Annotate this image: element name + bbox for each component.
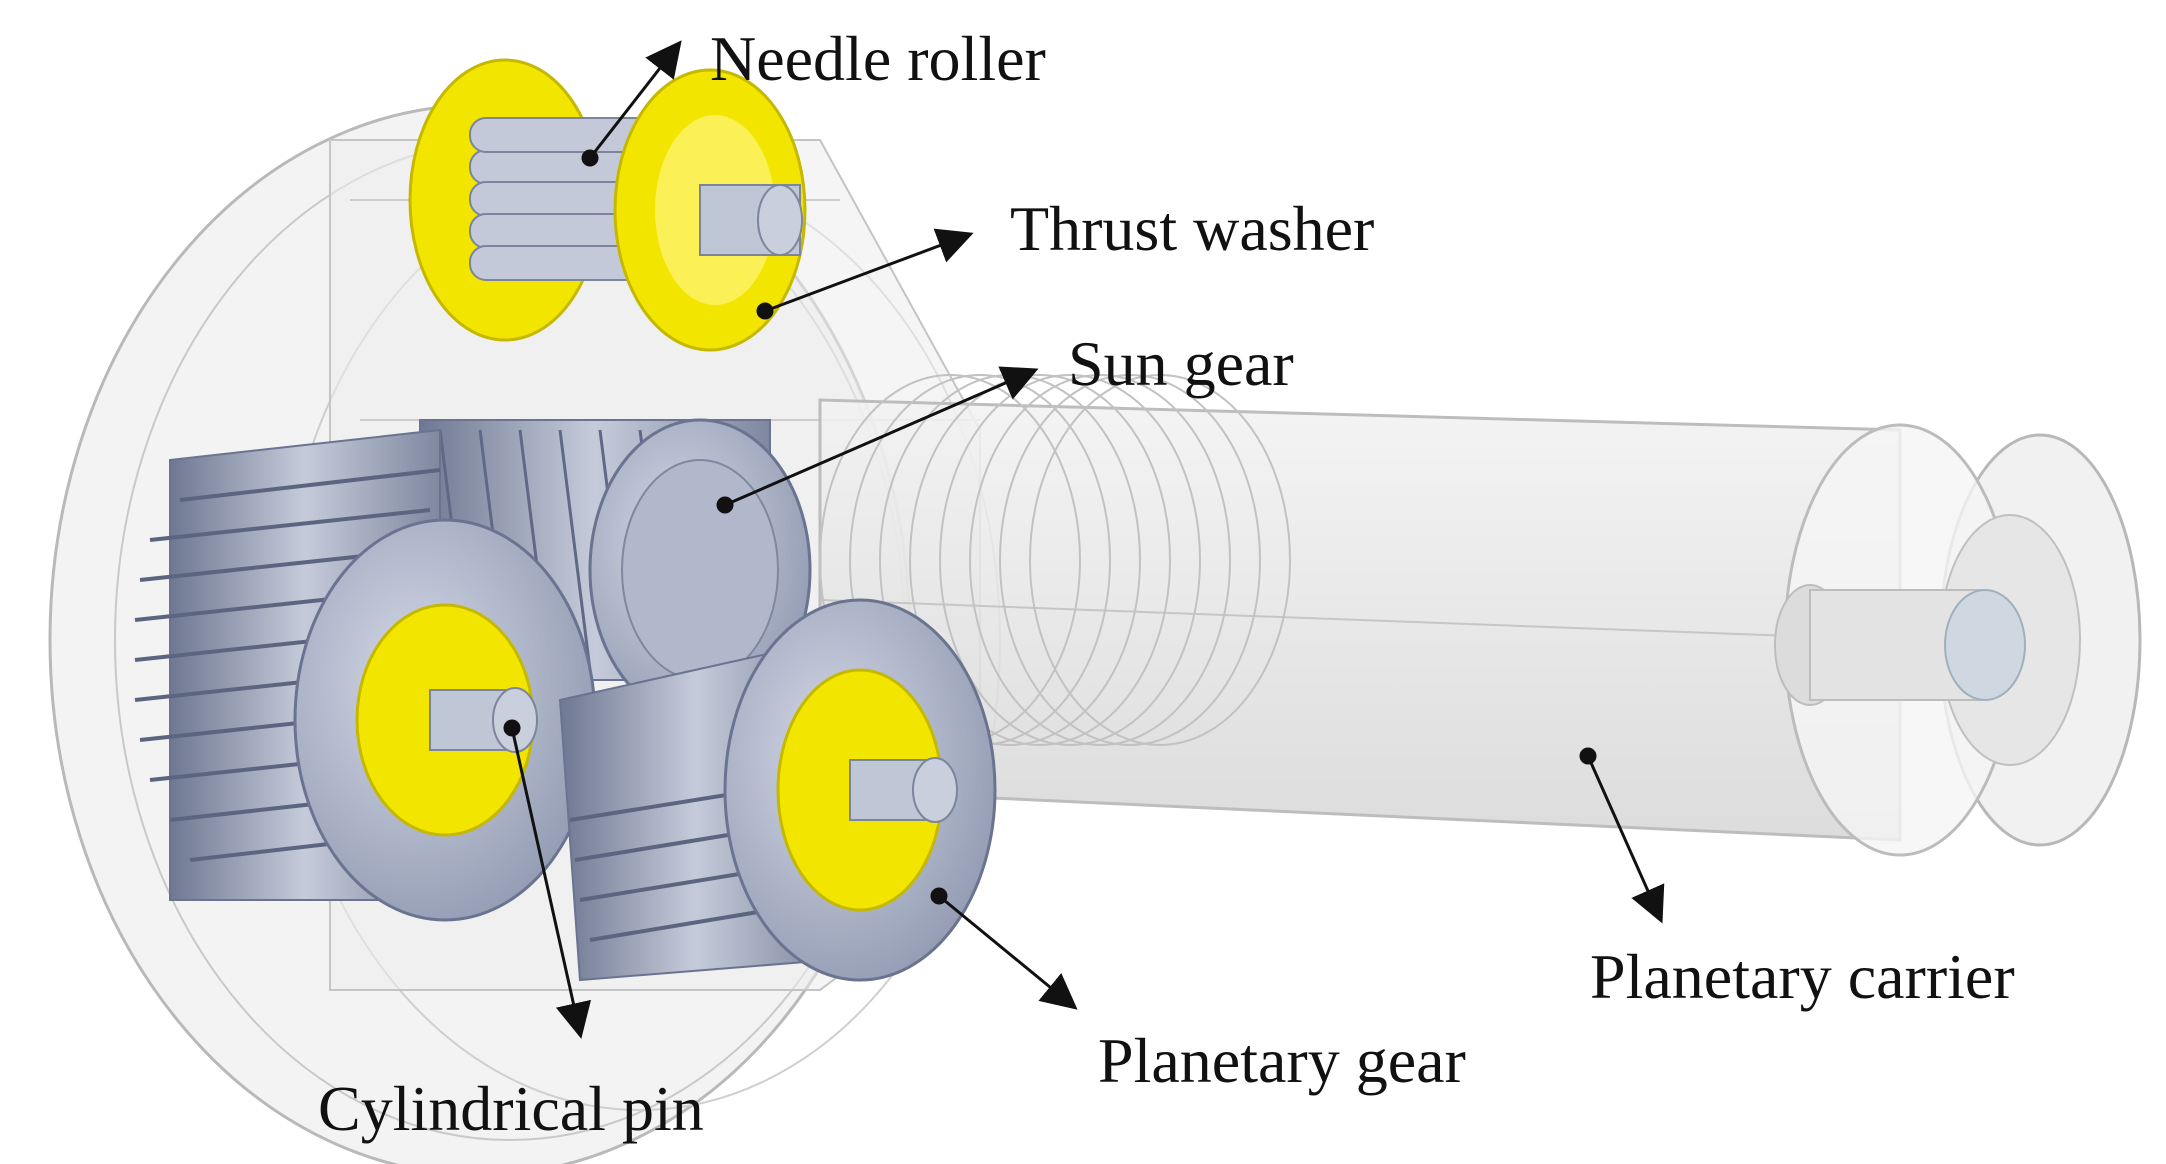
leader-lines <box>503 40 1665 1039</box>
thrust-washer-leader <box>756 228 974 320</box>
cylindrical-pin-leader <box>503 719 592 1039</box>
sun-gear-leader <box>716 366 1039 514</box>
needle-roller-leader <box>581 40 682 167</box>
cylindrical-pin-label: Cylindrical pin <box>318 1073 704 1144</box>
planetary-carrier-leader <box>1579 747 1665 924</box>
left-planetary-gear <box>134 428 597 922</box>
right-planetary-gear <box>558 598 997 982</box>
thrust-washer-label: Thrust washer <box>1010 193 1374 264</box>
needle-roller-label: Needle roller <box>710 23 1046 94</box>
labels: Needle roller Thrust washer Sun gear Pla… <box>318 23 2015 1144</box>
sun-gear-label: Sun gear <box>1068 328 1294 399</box>
upper-bearing-assembly <box>408 58 807 352</box>
planetary-gear-leader <box>930 887 1078 1010</box>
planetary-gear-label: Planetary gear <box>1098 1025 1466 1096</box>
planetary-carrier-label: Planetary carrier <box>1590 941 2015 1012</box>
